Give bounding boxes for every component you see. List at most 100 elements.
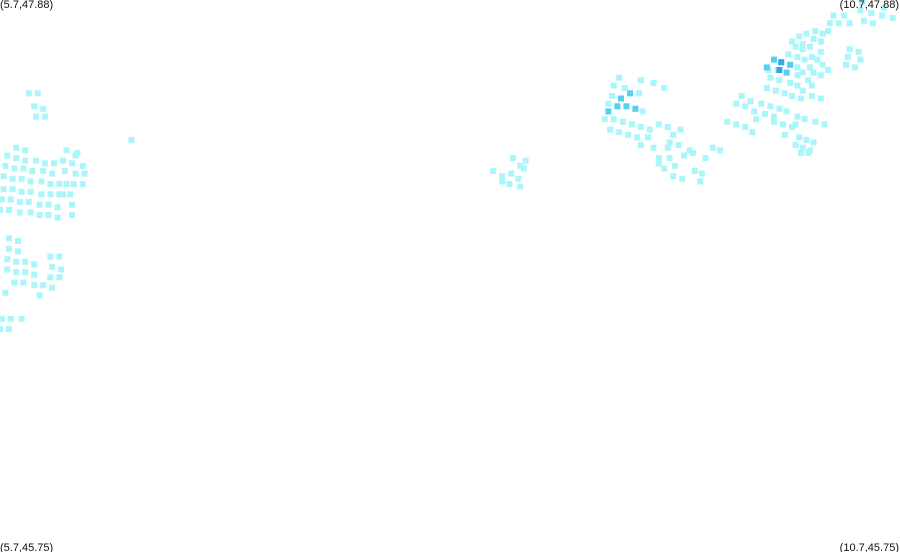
density-cell (15, 248, 21, 255)
density-cell (517, 162, 524, 169)
density-cell (22, 147, 29, 154)
density-cell (31, 103, 38, 110)
density-cell (18, 175, 25, 182)
density-cell (42, 113, 48, 120)
density-cell (616, 74, 623, 81)
density-cell (625, 131, 632, 138)
density-cell (18, 315, 25, 322)
density-cell (787, 79, 794, 86)
density-cell (614, 103, 621, 110)
density-cell (812, 118, 819, 125)
density-cell (27, 178, 34, 185)
density-cell (792, 43, 799, 50)
density-cell (13, 258, 20, 265)
density-cell (762, 111, 768, 117)
density-cell (807, 43, 813, 50)
density-cell (798, 95, 804, 102)
density-cell (749, 129, 756, 136)
density-cell (0, 315, 5, 322)
density-cell (636, 90, 642, 97)
density-cell (627, 90, 633, 97)
corner-label-top-right: (10.7,47.88) (839, 0, 899, 11)
density-cell (717, 147, 723, 154)
density-cell (81, 170, 88, 177)
density-cell (772, 87, 779, 94)
density-cell (13, 144, 20, 151)
density-cell (814, 56, 821, 63)
density-cell (49, 284, 56, 291)
density-cell (783, 108, 790, 115)
density-cell (817, 95, 824, 102)
density-cell (776, 105, 783, 112)
density-cell (655, 121, 662, 128)
density-cell (679, 175, 686, 182)
density-cell (639, 108, 646, 115)
density-cell (13, 155, 20, 162)
density-cell (771, 113, 777, 120)
density-cell (520, 165, 527, 172)
density-cell (670, 173, 677, 180)
density-cell (36, 201, 43, 208)
density-cell (799, 69, 806, 76)
density-cell (835, 20, 842, 27)
density-cell (618, 95, 624, 102)
density-cell (808, 92, 815, 99)
density-cell (742, 103, 749, 110)
density-cell (38, 191, 45, 198)
density-cell (767, 74, 774, 81)
density-cell (7, 315, 14, 322)
density-cell (621, 85, 628, 92)
density-cell (789, 124, 795, 130)
density-cell (60, 157, 66, 164)
density-cell (778, 59, 785, 66)
density-cell (798, 149, 804, 156)
density-cell (45, 212, 52, 219)
density-cell (0, 326, 3, 333)
density-cell (857, 56, 864, 63)
density-cell (7, 196, 14, 203)
density-cell (810, 69, 817, 76)
density-cell (47, 274, 54, 281)
density-cell (18, 188, 25, 195)
density-cell (796, 33, 803, 40)
density-cell (56, 274, 63, 281)
corner-label-bottom-right: (10.7,45.75) (839, 542, 899, 552)
density-cell (31, 261, 38, 268)
density-cell (785, 51, 792, 58)
density-cell (655, 160, 662, 167)
density-cell (33, 113, 39, 120)
density-cell (40, 168, 47, 174)
density-cell (855, 48, 862, 55)
density-cell (792, 121, 799, 128)
density-cell (49, 170, 56, 177)
density-cell (22, 157, 29, 164)
density-cell (799, 87, 806, 94)
density-cell (799, 41, 806, 48)
density-cell (16, 209, 23, 216)
density-cell (666, 139, 673, 146)
density-cell (42, 160, 48, 167)
density-cell (34, 90, 41, 97)
density-cell (56, 181, 63, 187)
density-cell (517, 183, 524, 190)
density-cell (628, 121, 635, 128)
density-cell (506, 181, 513, 187)
density-cell (29, 168, 36, 174)
density-cell (13, 269, 20, 276)
density-cell (794, 54, 801, 60)
density-cell (825, 28, 831, 35)
density-cell (805, 149, 812, 156)
density-cell (841, 12, 848, 19)
density-cell (4, 256, 11, 263)
density-cell (771, 118, 777, 125)
density-cell (801, 116, 808, 123)
density-cell (664, 124, 671, 130)
density-cell (40, 282, 47, 289)
density-cell (60, 191, 66, 198)
density-cell (776, 67, 783, 73)
density-cell (637, 77, 644, 84)
density-cell (702, 155, 709, 162)
density-cell (67, 191, 74, 198)
density-cell (616, 129, 623, 136)
